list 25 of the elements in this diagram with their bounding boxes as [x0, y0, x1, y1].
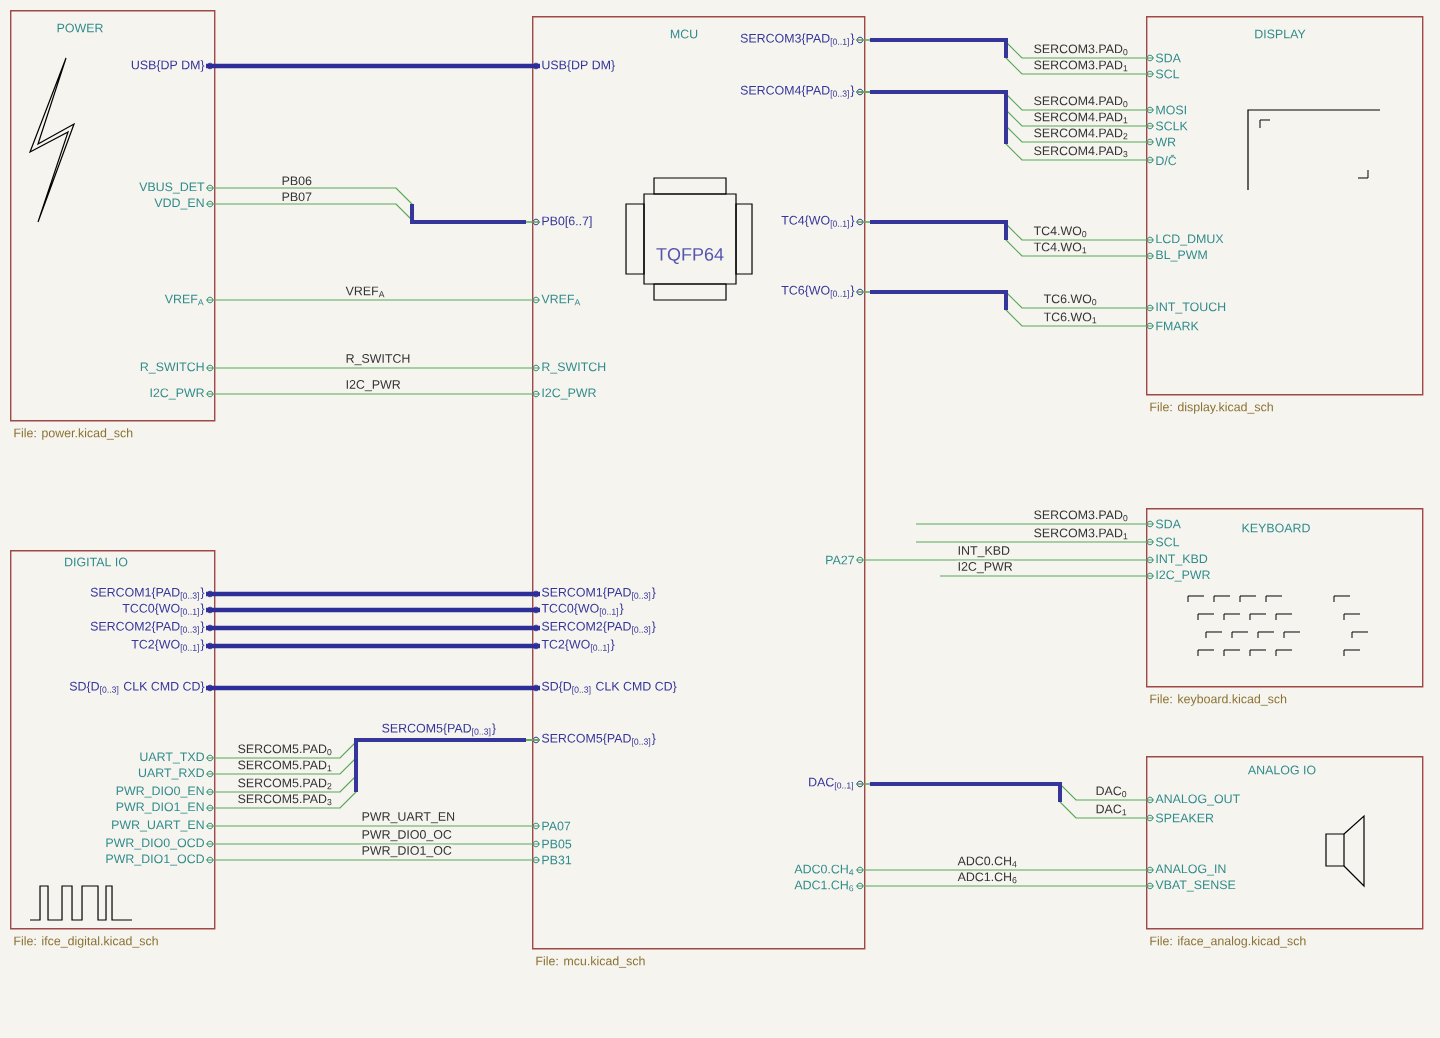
wire [855, 885, 1155, 887]
wire [205, 393, 541, 395]
wire [205, 299, 541, 301]
wire [206, 591, 540, 597]
wire [206, 625, 540, 631]
wire [205, 843, 541, 845]
wire [915, 523, 1155, 525]
bus-line [870, 782, 1062, 802]
wire [939, 575, 1155, 577]
wire [855, 869, 1155, 871]
bus-line [410, 204, 526, 224]
wire [206, 63, 540, 69]
wire [206, 607, 540, 613]
bus-line [354, 738, 526, 792]
wire [205, 367, 541, 369]
wire [915, 541, 1155, 543]
bus-line [870, 38, 1008, 58]
wire [205, 859, 541, 861]
wire [206, 643, 540, 649]
wire [855, 559, 1155, 561]
bus-line [870, 90, 1008, 144]
wire [205, 825, 541, 827]
wire [206, 685, 540, 691]
bus-line [870, 220, 1008, 240]
bus-line [870, 290, 1008, 310]
